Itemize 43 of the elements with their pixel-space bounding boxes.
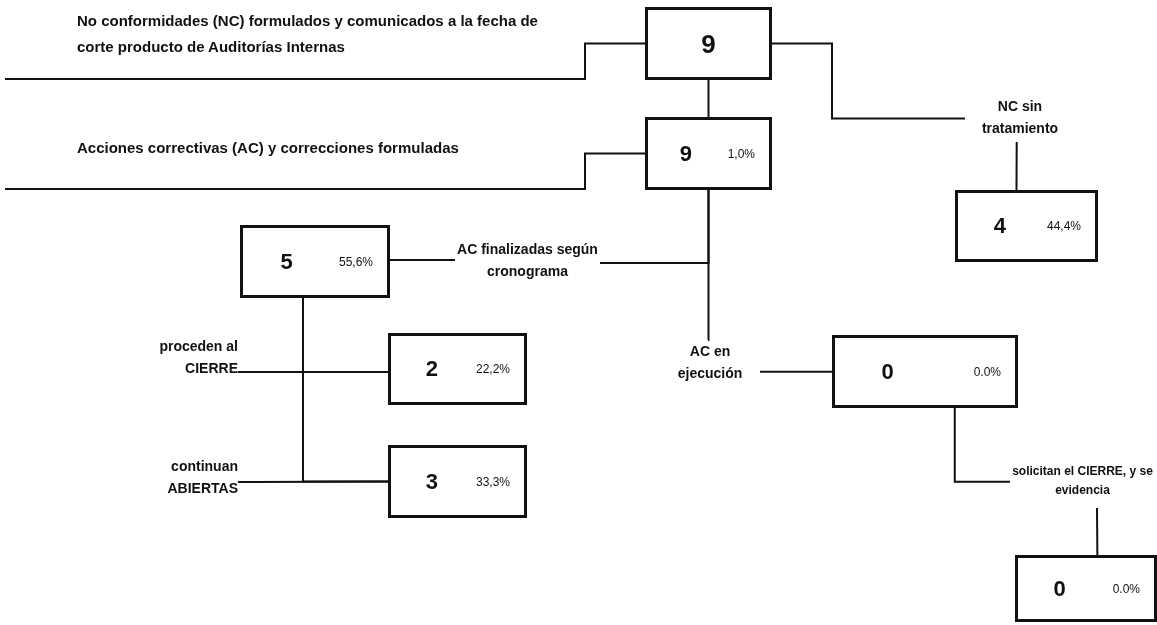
percentage-value: 44,4% xyxy=(1046,219,1081,233)
connector-line xyxy=(237,370,389,373)
underlined-heading: No conformidades (NC) formulados y comunicados a la fecha de corte producto de Auditorías Internas xyxy=(5,8,585,80)
connector-line xyxy=(771,42,966,120)
percentage-value: 1,0% xyxy=(727,146,755,161)
count-value: 3 xyxy=(425,468,438,495)
count-box xyxy=(1015,555,1157,622)
underlined-heading: Acciones correctivas (AC) y correcciones formuladas xyxy=(5,135,585,190)
connector-line xyxy=(707,79,710,118)
connector-line xyxy=(1015,141,1018,191)
count-box xyxy=(388,445,527,518)
count-box xyxy=(955,190,1098,262)
percentage-value: 22,2% xyxy=(475,362,510,376)
branch-label: NC sin tratamiento xyxy=(965,95,1075,142)
count-box xyxy=(388,333,527,405)
branch-label: proceden al CIERRE xyxy=(110,335,238,385)
branch-label: solicitan el CIERRE, y se evidencia xyxy=(1010,462,1155,508)
percentage-value: 33,3% xyxy=(475,474,510,489)
count-value: 0 xyxy=(881,358,894,385)
connector-line xyxy=(237,480,389,483)
count-value: 2 xyxy=(425,356,438,382)
branch-label: AC finalizadas según cronograma xyxy=(455,238,600,288)
percentage-value: 55,6% xyxy=(338,254,373,269)
connector-line xyxy=(389,259,456,262)
count-value: 5 xyxy=(280,248,293,275)
count-box xyxy=(240,225,390,298)
count-box xyxy=(645,7,772,80)
percentage-value: 0.0% xyxy=(1112,581,1140,596)
count-box xyxy=(645,117,772,190)
branch-label: AC en ejecución xyxy=(660,340,760,400)
connector-line xyxy=(1096,507,1099,556)
connector-line xyxy=(584,42,646,81)
connector-line xyxy=(707,189,710,341)
branch-label: continuan ABIERTAS xyxy=(110,455,238,505)
connector-line xyxy=(759,370,833,373)
connector-line xyxy=(584,152,646,191)
count-value: 0 xyxy=(1053,575,1066,602)
percentage-value: 0.0% xyxy=(973,364,1001,379)
count-value: 4 xyxy=(993,213,1006,239)
count-value: 9 xyxy=(679,140,692,167)
count-value: 9 xyxy=(701,28,716,59)
connector-line xyxy=(953,407,1011,483)
count-box xyxy=(832,335,1018,408)
